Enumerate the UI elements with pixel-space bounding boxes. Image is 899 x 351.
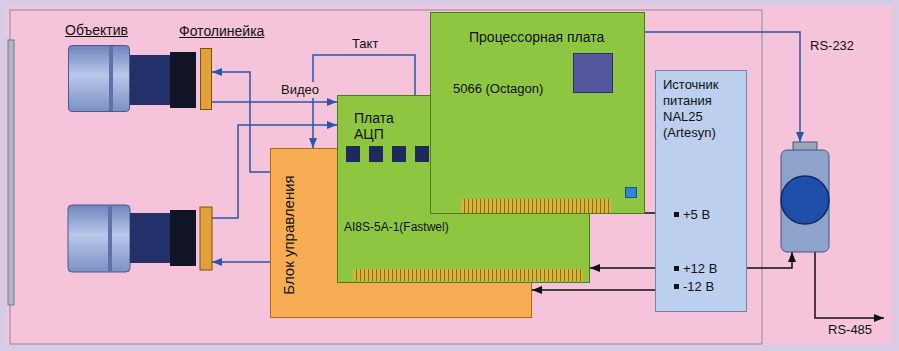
camera-flange bbox=[170, 210, 196, 266]
interface-label: RS-485 bbox=[826, 322, 874, 338]
front-window bbox=[8, 40, 14, 305]
camera-body bbox=[130, 213, 170, 263]
connector-face bbox=[781, 176, 829, 224]
terminal-label: -12 В bbox=[683, 279, 714, 295]
chip bbox=[346, 146, 360, 162]
board-model: AI8S-5A-1(Fastwel) bbox=[344, 219, 449, 235]
connector bbox=[212, 72, 270, 172]
power-supply: Источник питания NAL25 (Artesyn) +5 В +12 … bbox=[655, 70, 747, 312]
connector bbox=[212, 101, 337, 103]
housing-outline bbox=[10, 10, 762, 344]
rs485-wire bbox=[815, 252, 884, 318]
board-model: 5066 (Octagon) bbox=[453, 81, 543, 97]
power-socket bbox=[625, 187, 637, 198]
chip bbox=[415, 146, 429, 162]
block-title: Источник питания NAL25 (Artesyn) bbox=[663, 77, 743, 141]
photo-line-sensor bbox=[200, 207, 212, 270]
signal-label: Видео bbox=[279, 82, 321, 98]
background bbox=[6, 6, 893, 345]
terminal-label: +5 В bbox=[683, 207, 710, 223]
interface-label: RS-232 bbox=[808, 38, 856, 54]
clock-wire bbox=[212, 261, 270, 263]
block-title: Блок управления bbox=[281, 175, 297, 294]
photo-line-sensor: Фотолинейка bbox=[200, 48, 212, 110]
chip bbox=[369, 146, 383, 162]
camera-flange bbox=[170, 52, 196, 108]
signal-label: Такт bbox=[350, 36, 380, 52]
cpu-chip bbox=[573, 53, 613, 93]
edge-connector bbox=[353, 269, 583, 281]
lens: Объектив bbox=[68, 45, 130, 112]
edge-connector bbox=[461, 199, 611, 213]
part-label: Фотолинейка bbox=[179, 23, 264, 39]
lens-ring bbox=[109, 46, 113, 111]
terminal bbox=[674, 212, 679, 217]
part-label: Объектив bbox=[65, 22, 128, 38]
connector bbox=[590, 267, 655, 269]
connector-body bbox=[781, 150, 829, 252]
camera-body bbox=[130, 55, 170, 105]
terminal bbox=[674, 266, 679, 271]
power-wire bbox=[745, 252, 792, 268]
lens-ring bbox=[108, 205, 112, 272]
terminal bbox=[674, 284, 679, 289]
lens bbox=[68, 205, 130, 272]
processor-board: Процессорная плата 5066 (Octagon) bbox=[430, 12, 645, 214]
board-title: Процессорная плата bbox=[469, 29, 604, 45]
board-title: Плата АЦП bbox=[354, 110, 410, 142]
chip bbox=[392, 146, 406, 162]
terminal-label: +12 В bbox=[683, 261, 717, 277]
connector bbox=[532, 289, 655, 291]
